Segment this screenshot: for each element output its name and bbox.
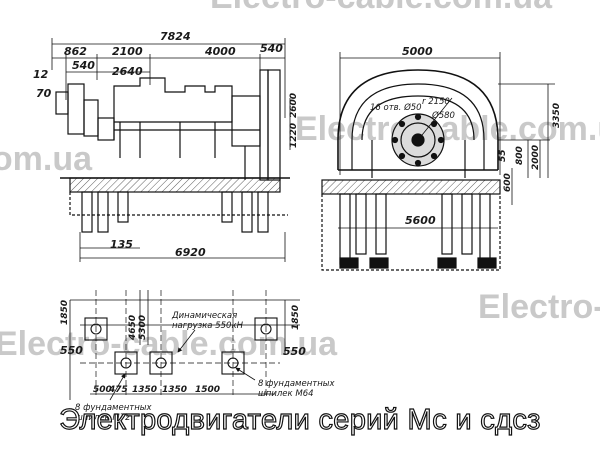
dim-1350-b: 1350 xyxy=(162,385,187,395)
label-holes: 16 отв. Ø50 xyxy=(370,102,422,113)
load-note-line1: Динамическая xyxy=(171,311,237,321)
dim-1220: 1220 xyxy=(289,123,299,148)
dim-540-right: 540 xyxy=(260,42,283,55)
plan-view-labels: 1850 550 4650 5300 1850 550 500 475 1350… xyxy=(60,300,335,423)
dim-55: 55 xyxy=(498,149,508,162)
bolts-left-line2: шпилек М72 xyxy=(75,413,131,423)
label-radius: r 2150 xyxy=(422,97,450,107)
dim-550-right: 550 xyxy=(283,345,306,358)
dim-862: 862 xyxy=(64,45,87,58)
watermark-top: Electro-cable.com.ua xyxy=(210,0,553,16)
plan-view xyxy=(69,290,300,401)
dim-800: 800 xyxy=(515,146,525,165)
dim-5600: 5600 xyxy=(405,214,436,227)
bolts-right-line2: шпилек М64 xyxy=(258,389,314,399)
dim-1350-a: 1350 xyxy=(132,385,157,395)
dim-550-left: 550 xyxy=(60,344,83,357)
watermark-mid: Electro-cable.com.ua xyxy=(295,110,600,148)
watermark-group: Electro-cable.com.ua Electro-cable.com.u… xyxy=(0,0,600,363)
dim-1500: 1500 xyxy=(195,385,220,395)
dim-2640: 2640 xyxy=(112,65,143,78)
dim-475: 475 xyxy=(108,385,128,395)
side-view xyxy=(51,38,291,262)
dim-500: 500 xyxy=(93,385,112,395)
dim-1850-left: 1850 xyxy=(60,300,70,325)
watermark-low: Electro-cable.com.ua xyxy=(0,325,338,363)
side-view-labels: 7824 862 2100 4000 540 540 2640 12 70 26… xyxy=(33,30,299,259)
dim-12: 12 xyxy=(33,68,49,81)
dim-70: 70 xyxy=(36,87,52,100)
watermark-right: Electro-cable.com.ua xyxy=(478,288,600,326)
dim-5000: 5000 xyxy=(402,45,433,58)
dim-4000: 4000 xyxy=(204,45,236,58)
front-view-labels: 5000 16 отв. Ø50 r 2150 Ø580 3350 55 800… xyxy=(370,45,562,227)
dim-2000: 2000 xyxy=(531,145,541,170)
bolts-right-line1: 8 фундаментных xyxy=(258,379,335,389)
dim-135: 135 xyxy=(110,238,133,251)
front-view xyxy=(321,52,555,271)
dim-540-left: 540 xyxy=(72,59,95,72)
bolts-left-line1: 8 фундаментных xyxy=(75,403,152,413)
load-note-line2: нагрузка 550кН xyxy=(172,321,244,331)
dim-600: 600 xyxy=(503,173,513,192)
caption-title: Электродвигатели серий Мс и сдсз xyxy=(59,403,541,436)
dim-7824: 7824 xyxy=(160,30,191,43)
dim-2100: 2100 xyxy=(112,45,143,58)
dim-2600: 2600 xyxy=(289,93,299,118)
dim-3350: 3350 xyxy=(552,103,562,128)
dim-5300: 5300 xyxy=(138,315,148,340)
dim-4650: 4650 xyxy=(128,315,138,341)
watermark-left: Electro-cable.com.ua xyxy=(0,140,93,178)
dim-1850-right: 1850 xyxy=(291,305,301,330)
label-diameter: Ø580 xyxy=(431,110,455,121)
dim-6920: 6920 xyxy=(175,246,206,259)
